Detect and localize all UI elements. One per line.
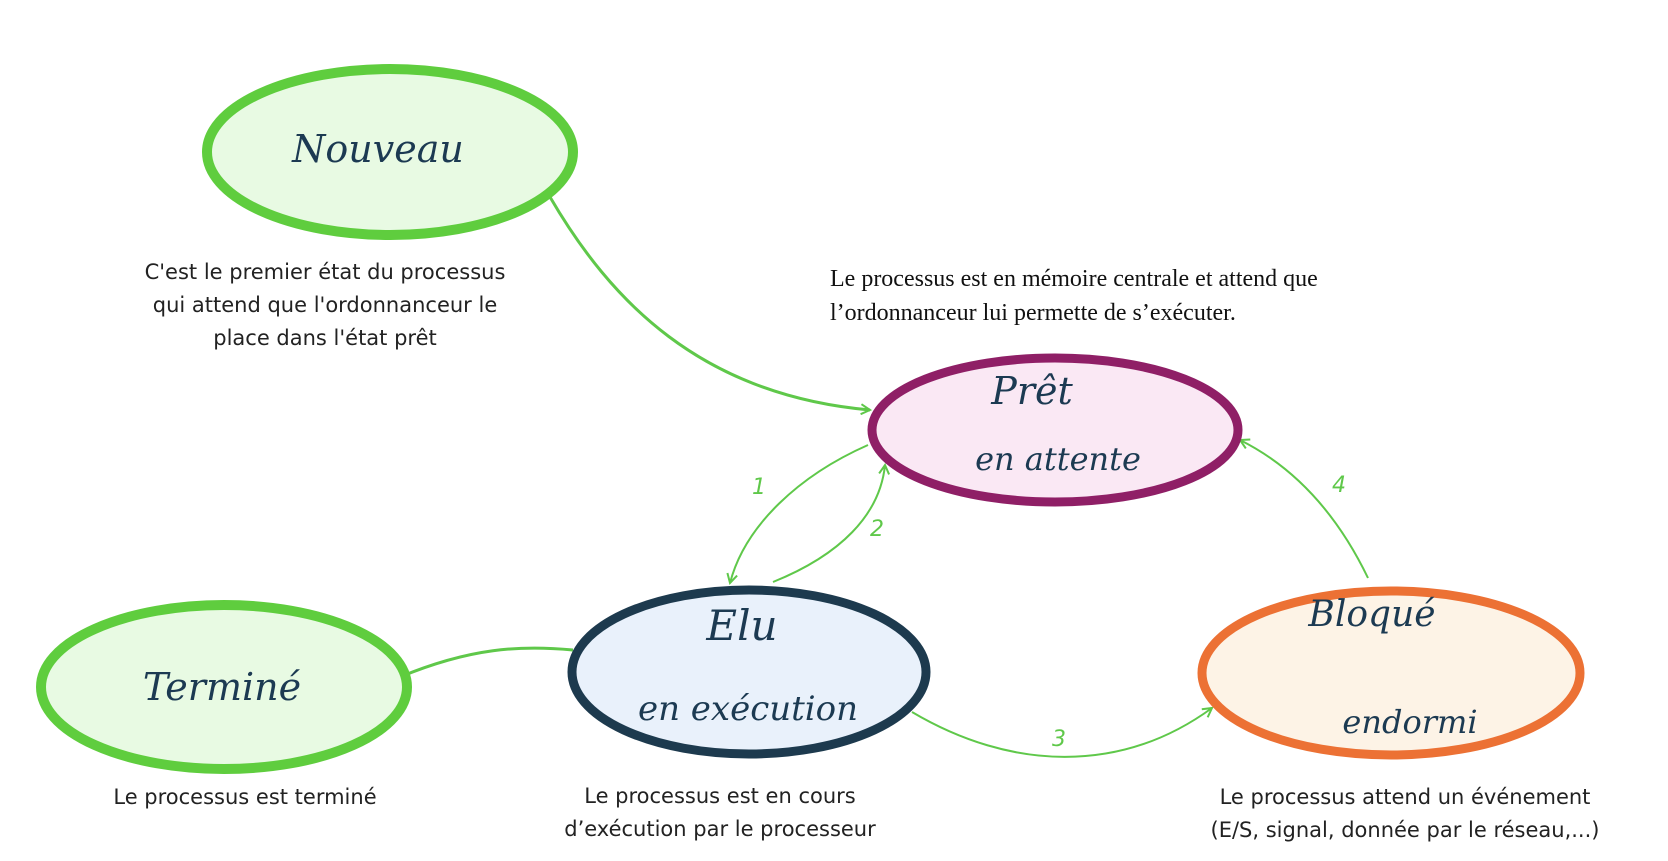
- state-bloque-sublabel: endormi: [1342, 703, 1477, 741]
- edge-number-1: 1: [752, 475, 766, 500]
- state-termine-label: Terminé: [143, 665, 301, 709]
- state-bloque: Bloqué endormi: [1197, 586, 1585, 760]
- caption-nouveau-line-2: qui attend que l'ordonnanceur le: [152, 293, 498, 317]
- edge-nouveau-to-pret: [548, 196, 870, 410]
- caption-pret-line-1: Le processus est en mémoire centrale et …: [830, 266, 1318, 292]
- caption-bloque-line-1: Le processus attend un événement: [1219, 785, 1591, 809]
- edge-number-4: 4: [1332, 473, 1346, 498]
- state-nouveau-ellipse: [202, 64, 578, 240]
- state-pret: Prêt en attente: [867, 353, 1243, 507]
- edge-elu-to-pret: [772, 465, 885, 583]
- state-nouveau: Nouveau: [202, 64, 578, 240]
- state-elu-sublabel: en exécution: [638, 689, 858, 729]
- caption-nouveau-line-1: C'est le premier état du processus: [144, 260, 506, 284]
- edge-number-3: 3: [1052, 727, 1066, 752]
- state-pret-label: Prêt: [990, 369, 1073, 413]
- state-termine: Terminé: [36, 600, 412, 774]
- caption-elu-line-1: Le processus est en cours: [584, 784, 856, 808]
- state-termine-ellipse: [36, 600, 412, 774]
- caption-elu: Le processus est en cours d’exécution pa…: [530, 780, 910, 846]
- state-pret-sublabel: en attente: [975, 440, 1141, 478]
- caption-bloque-line-2: (E/S, signal, donnée par le réseau,...): [1210, 818, 1600, 842]
- caption-termine-line-1: Le processus est terminé: [113, 785, 377, 809]
- state-bloque-label: Bloqué: [1307, 594, 1435, 635]
- edge-elu-to-termine: [400, 646, 574, 677]
- state-elu: Elu en exécution: [567, 585, 931, 759]
- caption-elu-line-2: d’exécution par le processeur: [564, 817, 876, 841]
- state-elu-label: Elu: [705, 601, 777, 650]
- caption-bloque: Le processus attend un événement (E/S, s…: [1170, 781, 1640, 847]
- state-nouveau-label: Nouveau: [291, 127, 464, 171]
- caption-termine: Le processus est terminé: [60, 781, 430, 814]
- caption-pret-line-2: l’ordonnanceur lui permette de s’exécute…: [830, 300, 1236, 326]
- state-elu-ellipse: [567, 585, 931, 759]
- edge-pret-to-elu: [730, 444, 869, 583]
- edge-elu-to-bloque: [911, 708, 1212, 758]
- edge-bloque-to-pret: [1240, 440, 1369, 579]
- edge-number-2: 2: [870, 517, 884, 542]
- caption-nouveau-line-3: place dans l'état prêt: [213, 326, 437, 350]
- caption-nouveau: C'est le premier état du processus qui a…: [100, 256, 550, 355]
- state-pret-ellipse: [867, 353, 1243, 507]
- caption-pret: Le processus est en mémoire centrale et …: [830, 262, 1530, 330]
- state-bloque-ellipse: [1197, 586, 1585, 760]
